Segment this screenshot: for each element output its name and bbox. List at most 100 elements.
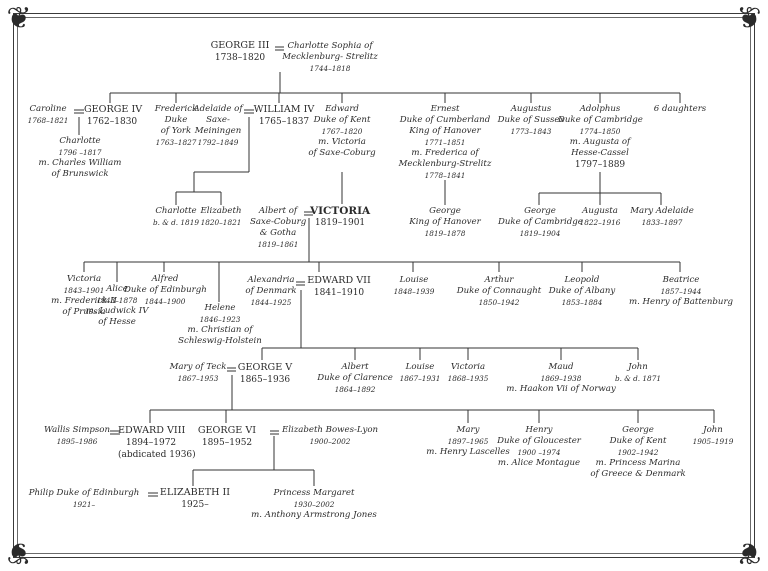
person-dates: 1867–1931 [399,374,441,383]
marriage-text: of Saxe-Coburg [308,148,376,158]
marriage-text: m. Alice Montague [497,458,581,468]
person-title: Duke of Kent [313,115,371,125]
marriage-text: m. Frederick II [51,296,117,306]
marriage-sign-edward8 [110,430,120,435]
person-title: Duke of Clarence [317,373,393,383]
marriage-text: Schleswig-Holstein [178,336,262,346]
person-george-hanover: George King of Hanover 1819–1878 [407,206,483,239]
person-dates: 1744–1818 [309,64,351,73]
person-dates: 1897–1965 [447,437,489,446]
person-name: Victoria [450,362,486,372]
abdication-note: (abdicated 1936) [118,450,196,460]
marriage-sign-elizabeth2 [148,492,158,497]
person-charlotte-sophia: Charlotte Sophia of Mecklenburg- Strelit… [282,41,378,74]
person-name: Charlotte Sophia of [287,41,373,51]
person-dates: 1762–1830 [86,117,138,127]
person-name: Frederick [154,104,198,114]
person-name: George [622,425,654,435]
monarch-name: ELIZABETH II [159,487,231,498]
person-dates: 1895–1986 [56,437,98,446]
person-george-iv: GEORGE IV 1762–1830 [84,104,142,128]
marriage-sign-george5 [227,367,236,372]
person-name: Alexandria [247,275,295,285]
person-dates: 1905–1919 [692,437,734,446]
marriage-text: m. Haakon Vii of Norway [506,384,616,394]
person-name: Victoria [66,274,102,284]
person-title: King of Hanover [409,126,481,136]
person-name: George [524,206,556,216]
person-dates: 1848–1939 [393,287,435,296]
marriage-text: m. Ludwick IV [85,306,149,316]
person-name: Maud [548,362,574,372]
person-title: Mecklenburg- Strelitz [282,52,378,62]
marriage-text: of Hesse [98,317,136,327]
monarch-name: GEORGE V [237,362,293,373]
marriage-sign-george6 [270,430,279,435]
person-beatrice: Beatrice 1857–1944 m. Henry of Battenbur… [626,275,736,308]
person-name: Alfred [151,274,179,284]
person-william-iv: WILLIAM IV 1765–1837 [253,104,315,128]
marriage-text: m. Anthony Armstrong Jones [251,510,377,520]
person-mary-george-v: Mary 1897–1965 m. Henry Lascelles [422,425,514,458]
person-augusta: Augusta 1822–1916 [578,206,622,228]
monarch-name: VICTORIA [310,205,371,217]
person-dates: 1843–1901 [63,286,105,295]
person-charlotte-william-iv: Charlotte b. & d. 1819 [150,206,202,228]
person-george-vi: GEORGE VI 1895–1952 [190,425,264,449]
person-edward-viii: EDWARD VIII 1894–1972 (abdicated 1936) [118,425,196,461]
person-dates: 1738–1820 [214,53,266,63]
person-name: Princess Margaret [273,488,355,498]
person-name: Augusta [582,206,618,216]
person-title: Duke of Albany [548,286,616,296]
person-name: John [703,425,723,435]
person-name: Adolphus [579,104,621,114]
marriage-text: of Prussia [62,307,106,317]
person-name: Helene [204,303,236,313]
person-dates: 1819–1878 [424,229,466,238]
person-name: Elizabeth [200,206,242,216]
corner-ornament-icon: ❦ [6,1,32,36]
person-title: & Gotha [259,228,297,238]
person-name: George [429,206,461,216]
person-alexandria: Alexandria of Denmark 1844–1925 [244,275,298,308]
person-dates: 1900 –1974 [517,448,561,457]
person-victoria-princess-royal: Victoria 1843–1901 m. Frederick II of Pr… [40,274,128,318]
person-victoria: VICTORIA 1819–1901 [310,205,370,229]
person-dates: 1820–1821 [200,218,242,227]
person-maud: Maud 1869–1938 m. Haakon Vii of Norway [506,362,616,395]
person-dates: 1846–1923 [199,315,241,324]
marriage-sign-edward7 [296,281,305,286]
person-dates: 1853–1884 [561,298,603,307]
person-helene: Helene 1846–1923 m. Christian of Schlesw… [174,303,266,347]
person-dates: 1895–1952 [201,438,253,448]
person-edward-kent: Edward Duke of Kent 1767–1820 m. Victori… [302,104,382,159]
person-dates: 1819–1904 [519,229,561,238]
person-title: Duke of Cambridge [498,217,583,227]
person-george-iii: GEORGE III 1738–1820 [205,40,275,64]
person-name: Philip Duke of Edinburgh [28,488,140,498]
monarch-name: GEORGE VI [197,425,257,436]
person-dates: 1844–1925 [250,298,292,307]
marriage-sign-george3 [275,46,284,51]
corner-ornament-icon: ❦ [736,535,762,570]
person-name: Edward [325,104,359,114]
person-title: Duke of Connaught [456,286,542,296]
person-name: John [628,362,648,372]
person-dates: 1773–1843 [510,127,552,136]
person-name: 6 daughters [653,104,707,114]
person-title: Duke of Cumberland [399,115,491,125]
person-dates: 1844–1900 [144,297,186,306]
person-leopold: Leopold Duke of Albany 1853–1884 [546,275,618,308]
person-name: Albert [341,362,369,372]
person-albert-clarence: Albert Duke of Clarence 1864–1892 [314,362,396,395]
person-dates: 1774–1850 [579,127,621,136]
marriage-text: m. Henry Lascelles [426,447,510,457]
person-dates: 1865–1936 [239,375,291,385]
person-dates: b. & d. 1819 [152,218,199,227]
person-augustus: Augustus Duke of Sussex 1773–1843 [496,104,566,137]
person-name: Alice [106,284,128,294]
person-dates: 1765–1837 [258,117,310,127]
person-edward-vii: EDWARD VII 1841–1910 [304,275,374,299]
person-dates: 1850–1942 [478,298,520,307]
person-henry-gloucester: Henry Duke of Gloucester 1900 –1974 m. A… [494,425,584,469]
